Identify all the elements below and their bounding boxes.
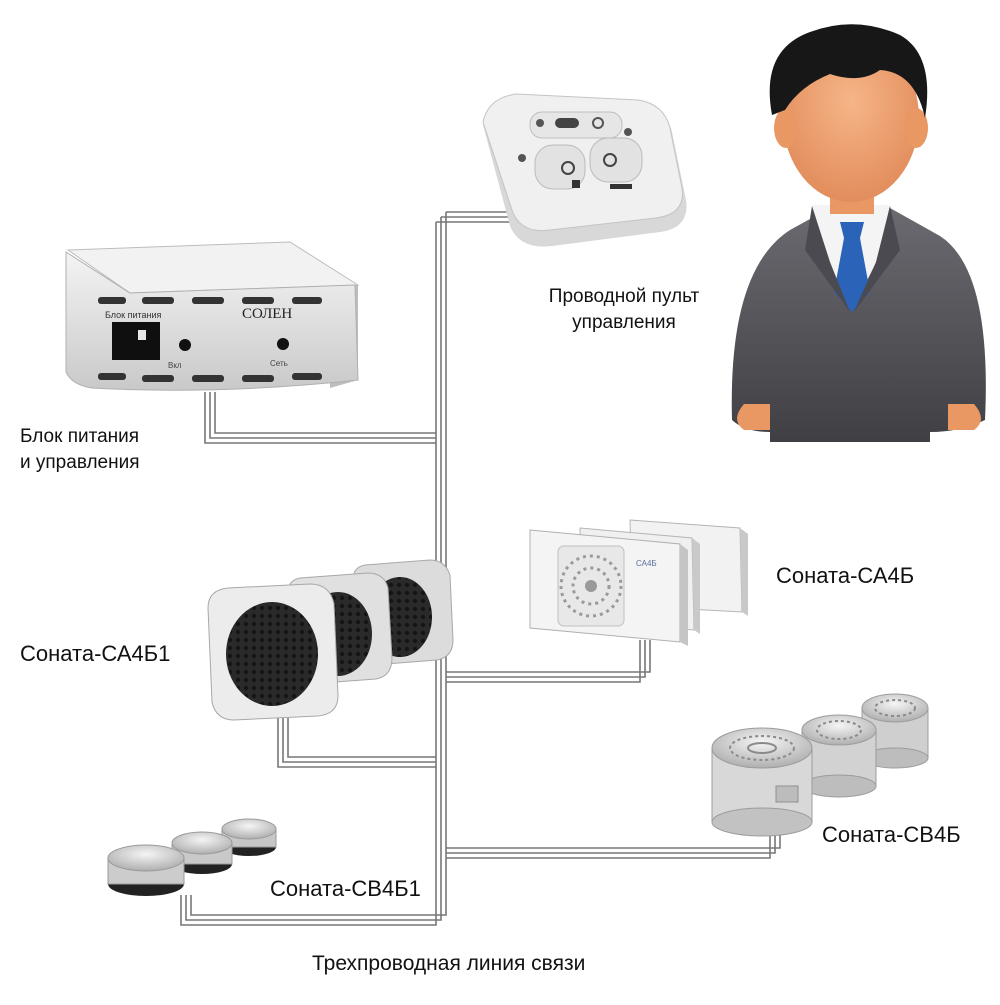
power-unit-label: Блок питания и управления <box>20 424 200 476</box>
power-unit-brand-text: СОЛЕН <box>242 306 292 322</box>
remote-control-icon <box>482 93 687 247</box>
acoustic-emitter-icon <box>207 559 454 721</box>
power-unit-label-line-1: Блок питания <box>20 426 140 447</box>
remote-label: Проводной пульт управления <box>524 284 724 336</box>
sa4b-label: Соната-СА4Б <box>776 563 915 588</box>
vibro-emitter-icon <box>711 693 929 837</box>
vibro-emitter-icon <box>107 818 277 896</box>
power-unit-tag-text: Блок питания <box>105 310 162 320</box>
sa4b1-label: Соната-СА4Б1 <box>20 641 171 666</box>
power-unit-label-line-2: и управления <box>20 452 140 473</box>
wire-bus <box>180 211 781 926</box>
sv4b-label: Соната-СВ4Б <box>822 822 961 847</box>
remote-label-line-2: управления <box>572 312 676 333</box>
sv4b1-label: Соната-СВ4Б1 <box>270 876 421 901</box>
person-icon <box>731 24 986 442</box>
power-unit-led-text: Сеть <box>270 359 288 368</box>
power-unit-switch-text: Вкл <box>168 361 182 370</box>
acoustic-emitter-icon: СА4Б <box>529 519 748 646</box>
communication-line-label: Трехпроводная линия связи <box>312 952 586 975</box>
remote-label-line-1: Проводной пульт <box>548 286 700 307</box>
sa4b-tag-text: СА4Б <box>636 559 657 568</box>
power-unit-icon: Блок питания СОЛЕН Вкл Сеть <box>65 241 360 391</box>
